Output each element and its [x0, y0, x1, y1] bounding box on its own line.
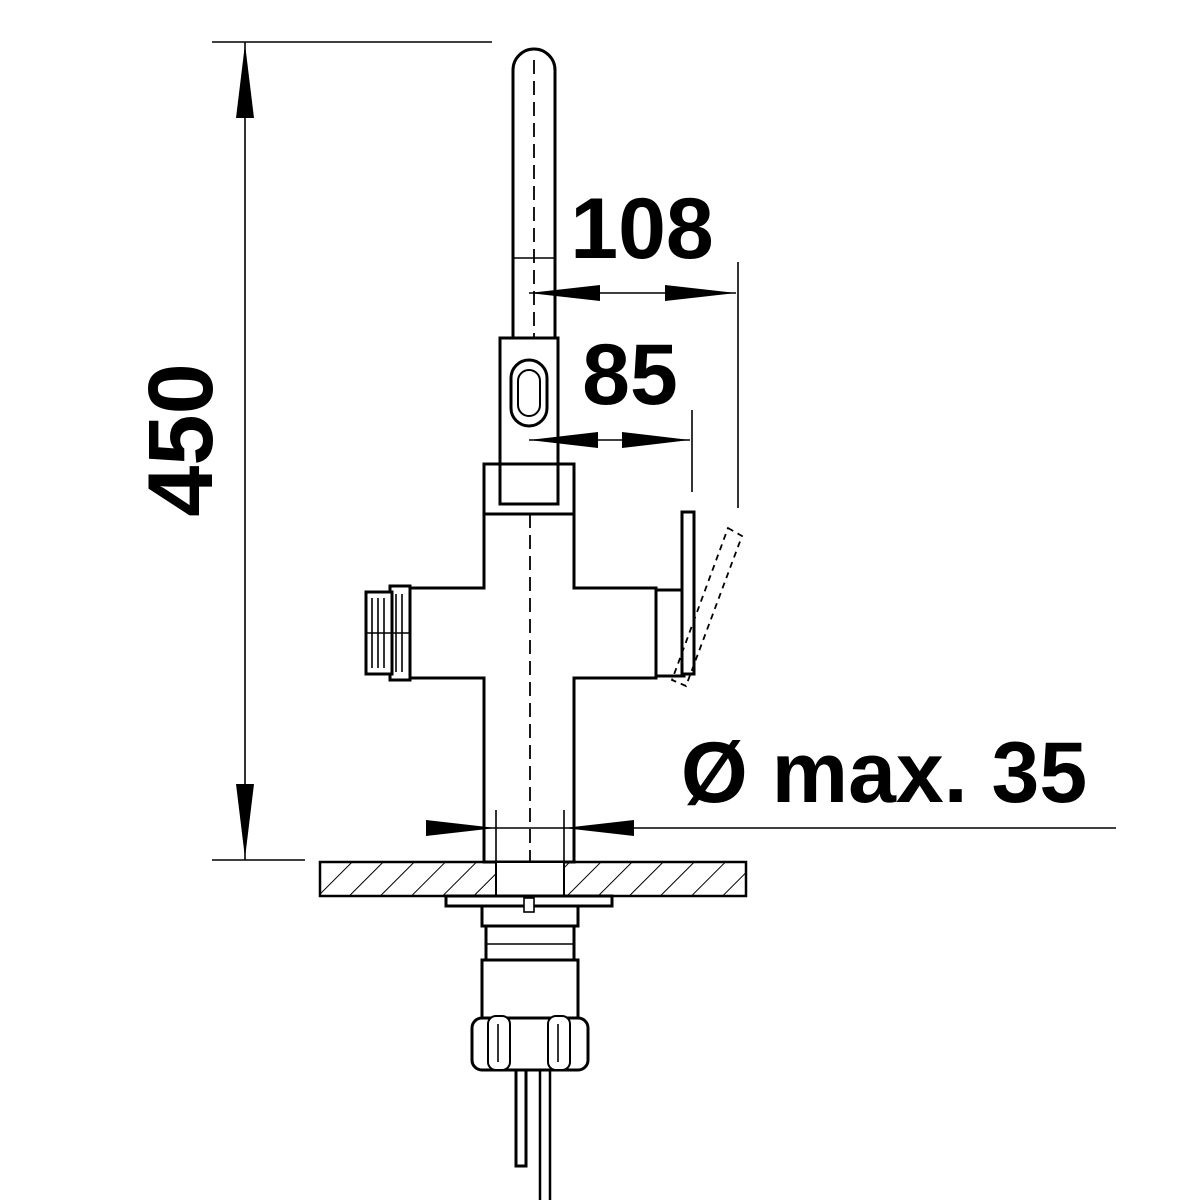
- spout: [511, 47, 557, 500]
- diameter-arrow-right: [564, 820, 634, 836]
- supply-hoses: [514, 1068, 552, 1200]
- countertop-hole: [495, 861, 565, 897]
- diameter-arrow-left: [426, 820, 496, 836]
- offset-dimension: 85: [529, 327, 693, 492]
- collar-insert: [498, 462, 560, 506]
- knurl-left: [487, 1015, 511, 1071]
- lever-open-position: [670, 526, 744, 688]
- faucet-body: [406, 512, 658, 864]
- mounting-hardware: [444, 894, 614, 1072]
- reach-arrow-left: [529, 285, 600, 301]
- hose-left: [514, 1068, 528, 1168]
- offset-arrow-right: [622, 432, 690, 448]
- mounting-sleeve: [480, 958, 580, 1020]
- body-cross: [406, 512, 658, 864]
- height-label: 450: [130, 363, 232, 517]
- knurl-right: [547, 1015, 571, 1071]
- spray-button-inner: [517, 369, 541, 417]
- mounting-screw: [523, 897, 535, 913]
- height-arrow-top: [236, 44, 254, 118]
- lever-hub: [654, 588, 686, 678]
- right-lever: [654, 510, 744, 688]
- lever-handle: [680, 510, 696, 676]
- left-knob: [364, 584, 412, 682]
- reach-dimension: 108: [529, 181, 739, 508]
- height-arrow-bottom: [236, 784, 254, 858]
- offset-arrow-left: [529, 432, 598, 448]
- countertop: [318, 860, 748, 898]
- height-dimension: 450: [130, 41, 492, 861]
- hole-diameter-dimension: Ø max. 35: [426, 725, 1116, 862]
- mounting-shank: [484, 924, 576, 962]
- offset-label: 85: [582, 327, 678, 423]
- reach-label: 108: [570, 181, 714, 277]
- diameter-label: Ø max. 35: [681, 725, 1087, 821]
- reach-arrow-right: [665, 285, 736, 301]
